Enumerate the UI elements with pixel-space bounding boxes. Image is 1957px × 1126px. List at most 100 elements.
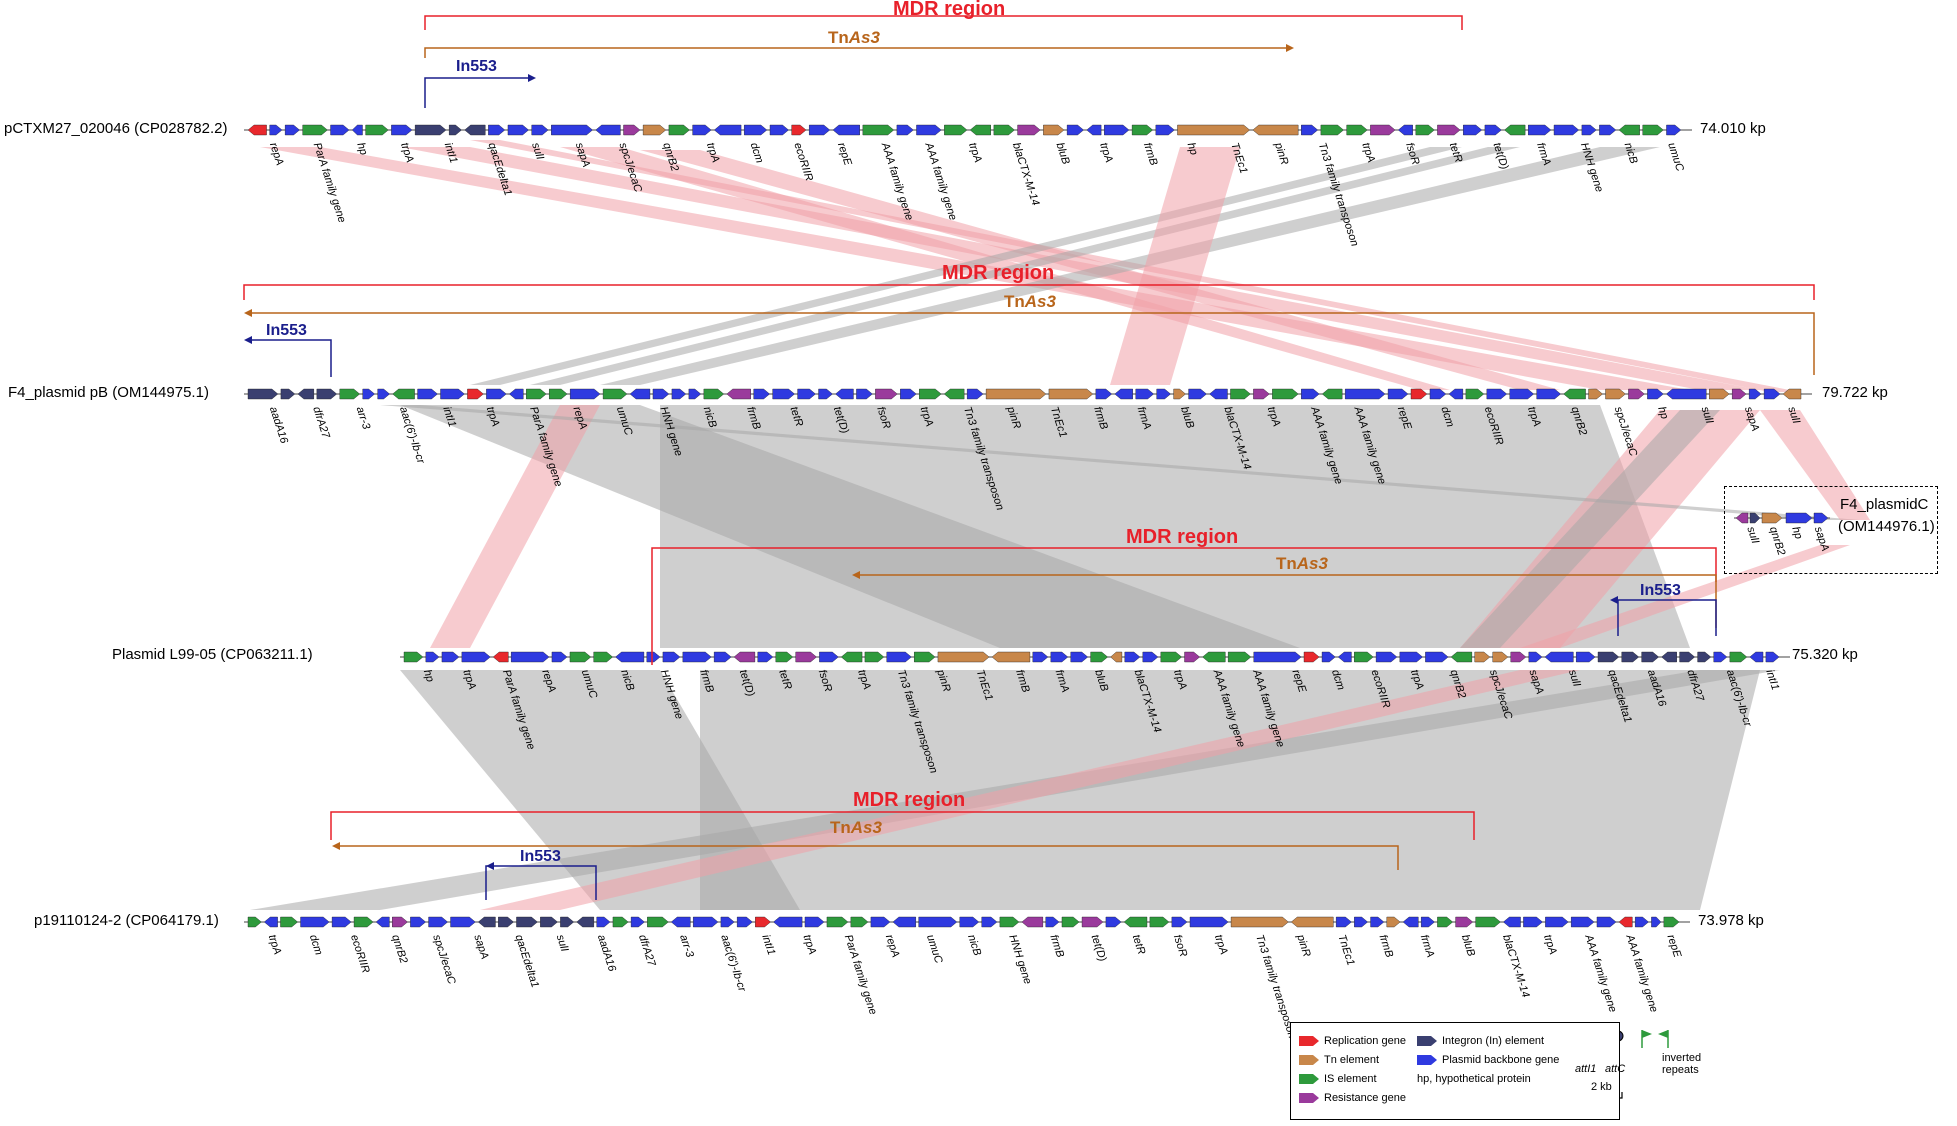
gene-label-row4-1: trpA: [266, 933, 284, 956]
gene-label-row4-30: bluB: [1459, 933, 1477, 958]
homology-link-12: [430, 405, 600, 648]
gene-arrow-r3-41: [1354, 651, 1374, 663]
gene-arrow-r1-5: [330, 124, 350, 136]
gene-arrow-r2-20: [671, 388, 687, 400]
plasmidC-name-line2: (OM144976.1): [1838, 518, 1935, 535]
geneC-3: [1761, 512, 1783, 524]
gene-label-row2-16: trpA: [918, 405, 936, 428]
gene-arrow-r4-2: [263, 916, 278, 928]
gene-label-row1-14: repE: [835, 141, 854, 167]
gene-arrow-r4-9: [410, 916, 427, 928]
gene-arrow-r4-16: [560, 916, 575, 928]
gene-arrow-r2-64: [1709, 388, 1730, 400]
gene-arrow-r4-46: [1230, 916, 1289, 928]
gene-label-row4-5: spcJ/ecaC: [430, 933, 457, 986]
gene-label-row1-33: umuC: [1665, 141, 1685, 173]
gene-arrow-r2-37: [1095, 388, 1113, 400]
gene-arrow-r1-23: [769, 124, 789, 136]
gene-label-row4-31: blaCTX-M-14: [1500, 933, 1532, 999]
gene-arrow-r3-17: [775, 651, 794, 663]
tnas3-arrowhead-2: [244, 309, 252, 317]
gene-arrow-r4-43: [1149, 916, 1170, 928]
gene-arrow-r3-42: [1375, 651, 1398, 663]
gene-arrow-r3-58: [1713, 651, 1728, 663]
gene-arrow-r2-16: [569, 388, 601, 400]
gene-arrow-r2-29: [856, 388, 873, 400]
gene-arrow-r2-11: [467, 388, 484, 400]
gene-arrow-r4-59: [1545, 916, 1569, 928]
tnas3-label-1-suffix: As3: [848, 28, 880, 47]
gene-label-row1-4: trpA: [398, 141, 416, 164]
gene-arrow-r4-57: [1503, 916, 1521, 928]
gene-arrow-r3-2: [425, 651, 440, 663]
plasmid-length-2: 79.722 kp: [1822, 384, 1888, 401]
gene-arrow-r4-26: [755, 916, 771, 928]
gene-arrow-r4-33: [918, 916, 958, 928]
gene-arrow-r4-65: [1663, 916, 1680, 928]
gene-arrow-r2-26: [797, 388, 816, 400]
gene-arrow-r1-51: [1504, 124, 1526, 136]
gene-arrow-r3-5: [492, 651, 509, 663]
gene-arrow-r4-61: [1596, 916, 1617, 928]
gene-arrow-r1-36: [1086, 124, 1102, 136]
gene-arrow-r2-12: [486, 388, 507, 400]
gene-arrow-r2-55: [1486, 388, 1508, 400]
tnas3-label-3-suffix: As3: [1296, 554, 1328, 573]
legend-inverted-repeats: inverted repeats: [1662, 1052, 1702, 1076]
gene-arrow-r3-15: [733, 651, 756, 663]
in553-arrowhead-4: [486, 862, 494, 870]
gene-label-row4-9: aadA16: [595, 933, 618, 974]
gene-arrow-r4-23: [692, 916, 719, 928]
gene-arrow-r1-10: [448, 124, 462, 136]
gene-arrow-r4-54: [1437, 916, 1454, 928]
gene-arrow-r2-28: [835, 388, 854, 400]
gene-arrow-r2-15: [549, 388, 568, 400]
geneC-4: [1785, 512, 1813, 524]
gene-arrow-r1-19: [668, 124, 690, 136]
gene-arrow-r2-62: [1647, 388, 1664, 400]
gene-arrow-r1-28: [896, 124, 914, 136]
gene-arrow-r1-7: [365, 124, 389, 136]
gene-arrow-r2-6: [362, 388, 375, 400]
gene-arrow-r3-29: [1090, 651, 1109, 663]
in553-label-4: In553: [520, 848, 561, 865]
plasmid-length-3: 75.320 kp: [1792, 646, 1858, 663]
gene-label-row4-28: frmB: [1377, 933, 1396, 959]
gene-arrow-r1-46: [1397, 124, 1413, 136]
gene-arrow-r1-37: [1104, 124, 1130, 136]
gene-arrow-r1-57: [1642, 124, 1664, 136]
gene-arrow-r3-39: [1321, 651, 1336, 663]
gene-label-row3-30: sulI: [1566, 668, 1583, 688]
gene-arrow-r4-40: [1081, 916, 1104, 928]
tnas3-arrowhead-3: [852, 571, 860, 579]
gene-arrow-r4-35: [981, 916, 998, 928]
gene-arrow-r4-45: [1189, 916, 1229, 928]
gene-arrow-r4-34: [959, 916, 980, 928]
in553-label-2: In553: [266, 322, 307, 339]
mdr-region-label-4: MDR region: [853, 789, 966, 811]
homology-link-16: [1760, 410, 1870, 520]
mdr-bracket-3: [651, 547, 1717, 665]
tnas3-label-4-suffix: As3: [850, 818, 882, 837]
gene-arrow-r1-11: [464, 124, 486, 136]
gene-arrow-r2-42: [1188, 388, 1207, 400]
gene-label-row1-3: hp: [354, 141, 369, 156]
gene-arrow-r2-61: [1628, 388, 1645, 400]
gene-arrow-r3-26: [1032, 651, 1049, 663]
gene-arrow-r1-42: [1301, 124, 1319, 136]
gene-arrow-r3-11: [646, 651, 661, 663]
gene-label-row4-17: umuC: [924, 933, 944, 965]
gene-label-row4-26: pinR: [1294, 932, 1313, 958]
gene-arrow-r1-30: [944, 124, 968, 136]
homology-link-14: [1460, 410, 1720, 648]
mdr-region-label-3: MDR region: [1126, 526, 1239, 548]
gene-arrow-r2-17: [602, 388, 628, 400]
in553-arrowhead-1: [528, 74, 536, 82]
gene-arrow-r4-58: [1523, 916, 1543, 928]
gene-label-row4-15: ParA family gene: [842, 933, 879, 1016]
gene-arrow-r4-5: [331, 916, 352, 928]
homology-link-17: [1520, 545, 1850, 648]
gene-arrow-r2-68: [1782, 388, 1802, 400]
gene-label-row1-21: frmB: [1141, 141, 1160, 167]
gene-arrow-r2-23: [726, 388, 751, 400]
